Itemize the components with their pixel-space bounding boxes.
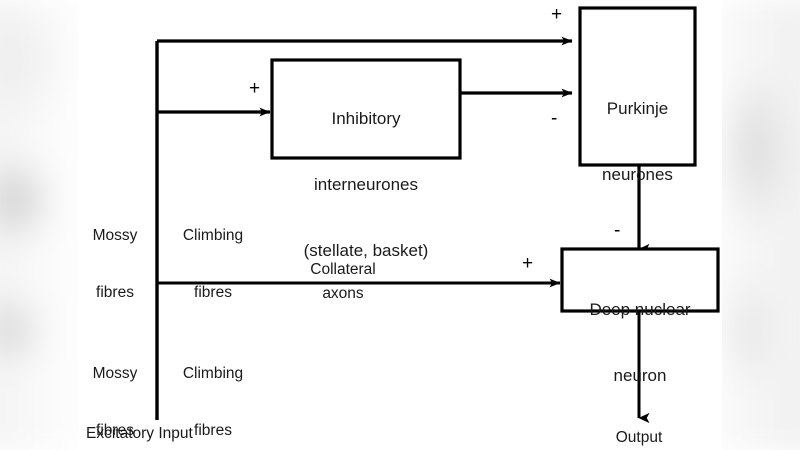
inhibitory-line-3: (stellate, basket) [303,241,429,260]
diagram-lines-and-boxes [155,6,720,424]
label-deep-nuclear-neuron: Deep nuclear neuron [562,255,718,431]
deep-nuclear-line-2: neuron [613,366,667,385]
mossy-upper-line-1: Mossy [92,227,138,244]
box-inhibitory-interneurones [270,58,462,160]
climbing-lower-line-2: fibres [194,422,232,439]
sign-plus-purkinje-direct: + [551,4,563,25]
label-output: Output [615,429,663,446]
mossy-upper-line-2: fibres [96,284,134,301]
purkinje-line-2: neurones [602,165,673,184]
label-excitatory-input: Excitatory Input [86,425,193,442]
sign-minus-purkinje-to-deep: - [614,220,621,241]
climbing-upper-line-1: Climbing [182,227,244,244]
label-climbing-fibres-lower: Climbing fibres [171,326,255,450]
label-purkinje-neurones: Purkinje neurones [574,54,701,230]
label-collateral-axons-line-1: Collateral [310,261,376,278]
deep-nuclear-line-1: Deep nuclear [589,300,691,319]
label-mossy-fibres-lower: Mossy fibres [78,326,152,450]
box-purkinje-neurones [578,6,697,167]
label-mossy-fibres-upper: Mossy fibres [78,188,152,340]
mossy-lower-line-2: fibres [96,422,134,439]
mossy-lower-line-1: Mossy [92,365,138,382]
label-inhibitory-interneurones: Inhibitory interneurones (stellate, bask… [272,64,460,306]
sign-plus-collateral-to-deep: + [522,253,534,274]
sign-plus-interneurone-input: + [249,78,261,99]
label-collateral-axons-line-2: axons [322,285,364,302]
purkinje-line-1: Purkinje [606,99,669,118]
climbing-lower-line-1: Climbing [182,365,244,382]
inhibitory-line-1: Inhibitory [331,109,401,128]
diagram-canvas: Inhibitory interneurones (stellate, bask… [78,0,722,450]
sign-minus-interneurone-to-purkinje: - [551,108,558,129]
label-climbing-fibres-upper: Climbing fibres [171,188,255,340]
inhibitory-line-2: interneurones [314,175,418,194]
climbing-upper-line-2: fibres [194,284,232,301]
